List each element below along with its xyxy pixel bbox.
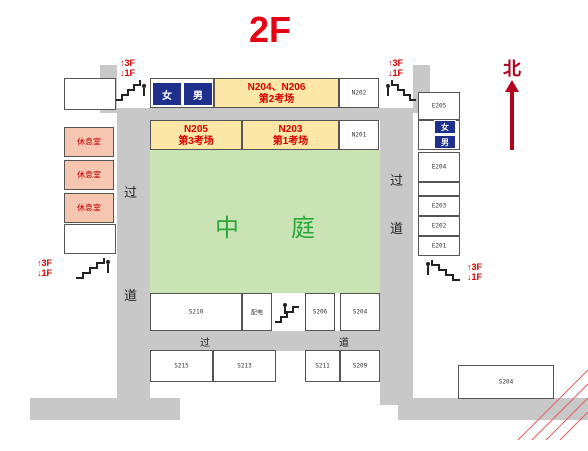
exam-room-3: N205 第3考场: [150, 120, 242, 150]
corridor-left-lower: [117, 345, 150, 405]
corridor-left-outer: [117, 120, 127, 400]
room-top-left-blank: [64, 78, 116, 110]
corridor-label-bottom-left: 过: [200, 338, 210, 349]
room-e201: E201: [418, 236, 460, 256]
room-n202: N202: [339, 78, 379, 108]
room-s211: S211: [305, 350, 340, 382]
exam-room-2-name: 第2考场: [258, 94, 295, 105]
corridor-right: [380, 112, 413, 345]
exam-room-2-code: N204、N206: [247, 82, 306, 93]
courtyard: [150, 150, 380, 293]
corridor-left-bottom-band: [30, 398, 180, 420]
room-e203: E203: [418, 196, 460, 216]
rest-room-3: 休息室: [64, 193, 114, 223]
female-icon: 女: [162, 91, 172, 102]
room-electrical: 配电: [242, 293, 272, 331]
male-icon: 男: [193, 91, 203, 102]
room-s209: S209: [340, 350, 380, 382]
rest-room-2: 休息室: [64, 160, 114, 190]
room-s213: S213: [213, 350, 276, 382]
stairs-label-top-right: ↑3F↓1F: [388, 58, 404, 78]
room-s206: S206: [305, 293, 335, 331]
room-s210: S210: [150, 293, 242, 331]
stairs-icon-left: [76, 256, 116, 284]
restroom-male-top: 男: [183, 82, 213, 106]
corridor-label-left-bottom: 道: [124, 289, 138, 304]
hatching-decoration: [505, 369, 588, 441]
north-arrow-icon: [505, 80, 519, 150]
floor-title: 2F: [248, 9, 291, 50]
room-s215: S215: [150, 350, 213, 382]
room-left-blank-lower: [64, 224, 116, 254]
exam-room-1-code: N203: [278, 124, 303, 135]
restroom-female-top: 女: [152, 82, 182, 106]
exam-room-1-name: 第1考场: [272, 136, 309, 147]
room-blank-right: [418, 182, 460, 196]
male-icon: 男: [441, 138, 449, 147]
stairs-label-left: ↑3F↓1F: [37, 258, 53, 278]
exam-room-2: N204、N206 第2考场: [214, 78, 339, 108]
exam-room-1: N203 第1考场: [242, 120, 339, 150]
exam-room-3-code: N205: [184, 124, 208, 135]
room-e205: E205: [418, 92, 460, 120]
stairs-label-top-left: ↑3F↓1F: [120, 58, 136, 78]
restroom-male-right: 男: [434, 135, 456, 149]
rest-room-1: 休息室: [64, 127, 114, 157]
room-e202: E202: [418, 216, 460, 236]
corridor-right-bottom-band: [398, 398, 588, 420]
stairs-label-right: ↑3F↓1F: [467, 262, 483, 282]
room-n201: N201: [339, 120, 379, 150]
corridor-label-left-top: 过: [124, 186, 138, 201]
restroom-female-right: 女: [434, 120, 456, 134]
female-icon: 女: [441, 123, 449, 132]
corridor-label-right-bottom: 道: [390, 222, 404, 237]
courtyard-char-1: 中: [215, 214, 239, 242]
corridor-label-bottom-right: 道: [339, 338, 349, 349]
courtyard-char-2: 庭: [291, 214, 315, 242]
north-label: 北: [503, 59, 521, 80]
stairs-icon-top-right: [382, 80, 416, 106]
room-s204-inner: S204: [340, 293, 380, 331]
corridor-top: [117, 108, 413, 120]
stairs-icon-top-left: [116, 80, 150, 106]
exam-room-3-name: 第3考场: [178, 136, 214, 147]
stairs-icon-bottom: [275, 300, 303, 328]
corridor-right-lower: [380, 345, 413, 405]
corridor-label-right-top: 过: [390, 174, 404, 189]
room-e204: E204: [418, 152, 460, 182]
stairs-icon-right: [420, 258, 460, 286]
corridor-bottom: [117, 331, 413, 351]
room-s204-far: S204: [458, 365, 554, 399]
